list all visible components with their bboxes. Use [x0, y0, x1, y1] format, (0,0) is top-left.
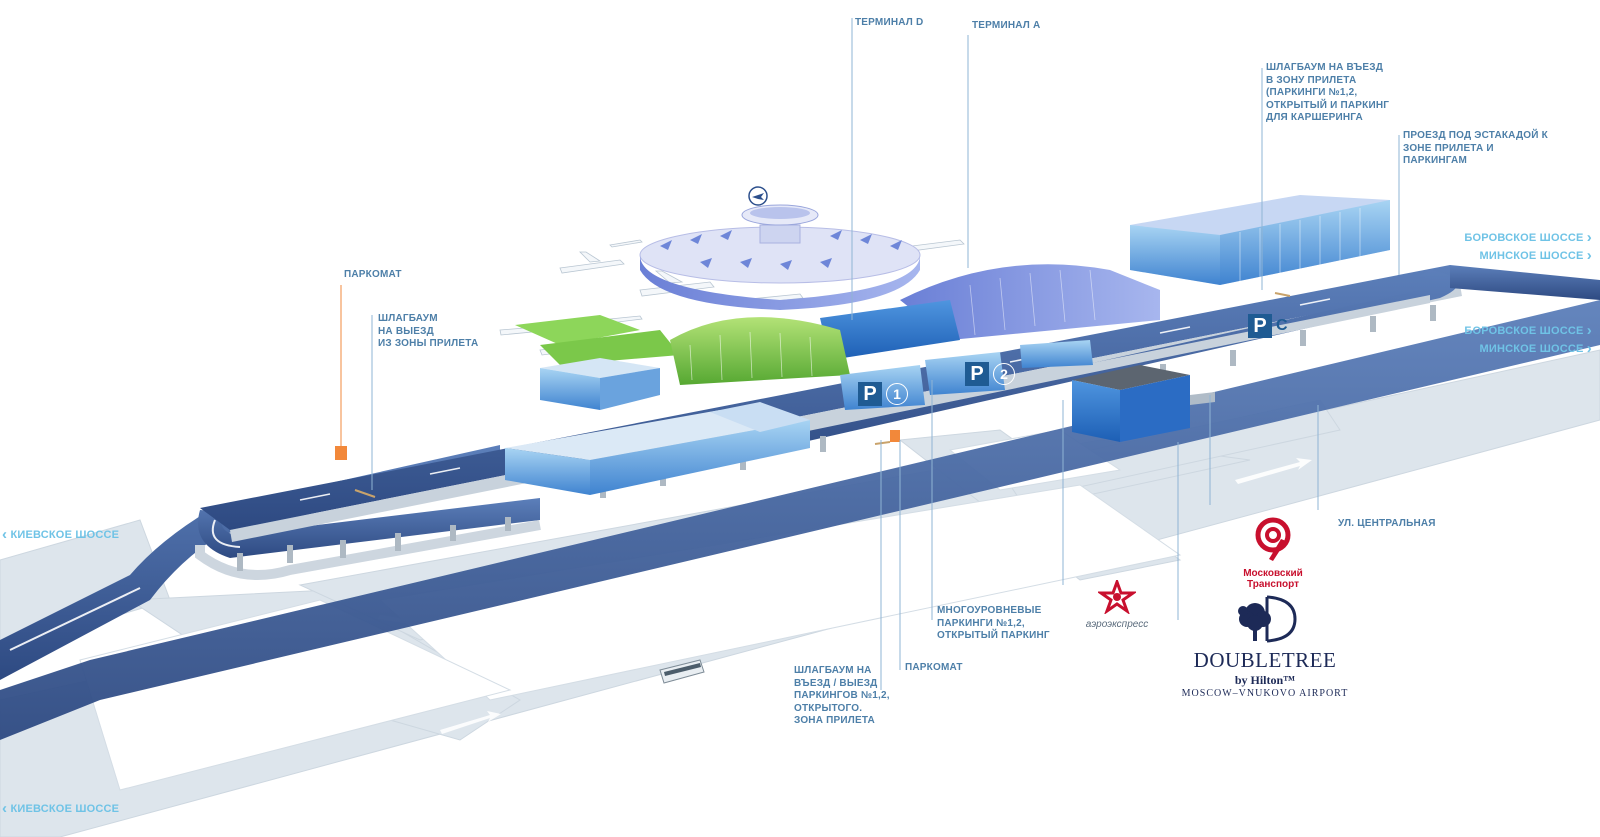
callout-lines [371, 18, 1400, 690]
chevron-right-icon: › [1586, 229, 1592, 246]
green-terminal [515, 315, 850, 385]
parking-number: 1 [886, 383, 908, 405]
moscow-transport-name-1: Московский [1243, 568, 1303, 579]
label-barrier-exit-arrival: ШЛАГБАУМ НА ВЫЕЗД ИЗ ЗОНЫ ПРИЛЕТА [378, 313, 479, 349]
label-central-street: УЛ. ЦЕНТРАЛЬНАЯ [1338, 518, 1436, 529]
aeroexpress-building [1072, 365, 1215, 442]
label-barrier-entry-arrival: ШЛАГБАУМ НА ВЪЕЗД В ЗОНУ ПРИЛЕТА (ПАРКИН… [1266, 62, 1390, 123]
label-terminal-d[interactable]: ТЕРМИНАЛ D [855, 17, 924, 28]
terminal-d-building [639, 204, 921, 310]
moscow-transport-logo[interactable]: Московский Транспорт [1233, 517, 1313, 590]
road-borovskoe-top[interactable]: БОРОВСКОЕ ШОССЕ › [1464, 229, 1592, 246]
moscow-transport-name-2: Транспорт [1246, 579, 1300, 590]
road-kievskoe-bottom[interactable]: ‹ КИЕВСКОЕ ШОССЕ [2, 800, 119, 817]
chevron-left-icon: ‹ [2, 526, 8, 543]
plane-logo-icon [748, 186, 768, 206]
aeroexpress-name: аэроэкспресс [1085, 619, 1149, 630]
label-barrier-in-out: ШЛАГБАУМ НА ВЪЕЗД / ВЫЕЗД ПАРКИНГОВ №1,2… [794, 665, 890, 726]
parking-pc-marker[interactable]: P C [1248, 314, 1288, 338]
parking-icon: P [858, 382, 882, 406]
label-parkomat-bottom: ПАРКОМАТ [905, 662, 963, 673]
aeroexpress-star-icon [1096, 577, 1138, 615]
doubletree-logo[interactable]: DOUBLETREE by Hilton™ MOSCOW–VNUKOVO AIR… [1180, 595, 1350, 699]
chevron-left-icon: ‹ [2, 800, 8, 817]
road-label-text: МИНСКОЕ ШОССЕ [1479, 343, 1584, 355]
road-minskoe-bottom[interactable]: МИНСКОЕ ШОССЕ › [1479, 340, 1592, 357]
front-building [505, 402, 810, 495]
parking-number: 2 [993, 363, 1015, 385]
doubletree-tree-icon [1238, 595, 1297, 643]
chevron-right-icon: › [1586, 247, 1592, 264]
parking-p1-marker[interactable]: P 1 [858, 382, 908, 406]
hotel-building [1130, 195, 1390, 285]
road-label-text: КИЕВСКОЕ ШОССЕ [10, 529, 120, 541]
moscow-transport-icon [1255, 517, 1291, 561]
road-minskoe-top[interactable]: МИНСКОЕ ШОССЕ › [1479, 247, 1592, 264]
label-parkomat-left: ПАРКОМАТ [344, 269, 402, 280]
left-building [540, 358, 660, 410]
label-terminal-a[interactable]: ТЕРМИНАЛ А [972, 20, 1041, 31]
parking-carsharing-suffix: C [1276, 317, 1288, 334]
road-label-text: БОРОВСКОЕ ШОССЕ [1464, 232, 1584, 244]
parkomat-icon [335, 430, 900, 460]
road-kievskoe-top[interactable]: ‹ КИЕВСКОЕ ШОССЕ [2, 526, 119, 543]
aeroexpress-logo[interactable]: аэроэкспресс [1082, 577, 1152, 630]
road-borovskoe-bottom[interactable]: БОРОВСКОЕ ШОССЕ › [1464, 322, 1592, 339]
barrier-icons [354, 292, 1291, 498]
road-label-text: МИНСКОЕ ШОССЕ [1479, 250, 1584, 262]
parking-icon: P [965, 362, 989, 386]
road-label-text: БОРОВСКОЕ ШОССЕ [1464, 325, 1584, 337]
parking-icon: P [1248, 314, 1272, 338]
chevron-right-icon: › [1586, 322, 1592, 339]
label-passage-under-overpass: ПРОЕЗД ПОД ЭСТАКАДОЙ К ЗОНЕ ПРИЛЕТА И ПА… [1403, 130, 1548, 166]
road-label-text: КИЕВСКОЕ ШОССЕ [10, 803, 120, 815]
terminal-a-building [820, 264, 1160, 360]
doubletree-name: DOUBLETREE [1193, 648, 1337, 672]
label-multilevel-parking[interactable]: МНОГОУРОВНЕВЫЕ ПАРКИНГИ №1,2, ОТКРЫТЫЙ П… [937, 605, 1050, 641]
doubletree-by: by Hilton™ [1234, 673, 1296, 687]
chevron-right-icon: › [1586, 340, 1592, 357]
parking-p2-marker[interactable]: P 2 [965, 362, 1015, 386]
doubletree-sub: MOSCOW–VNUKOVO AIRPORT [1181, 688, 1349, 699]
bus-icon [659, 659, 705, 684]
